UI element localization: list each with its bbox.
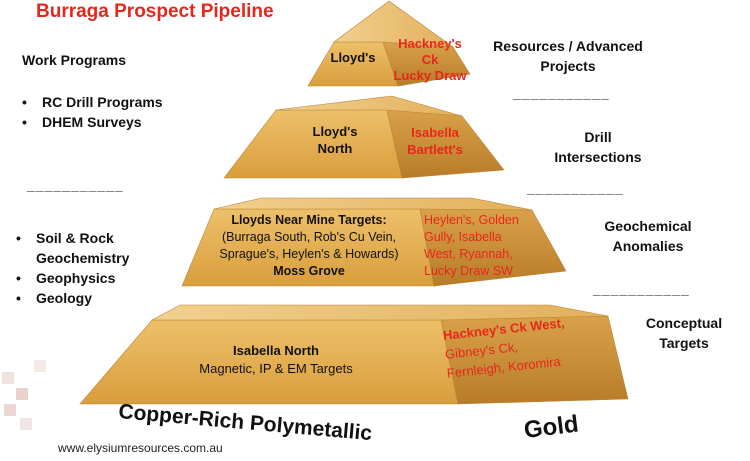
decor-square [2,372,14,384]
stage-line: Projects [540,58,596,74]
list-item: Soil & Rock Geochemistry [14,228,184,268]
tier-line: Sprague's, Heylen's & Howards) [219,247,399,261]
page-title: Burraga Prospect Pipeline [36,1,274,22]
website-link[interactable]: www.elysiumresources.com.au [58,441,223,455]
stage-drill-label: Drill Intersections [528,127,668,167]
copper-face-label: Copper-Rich Polymetallic [118,400,374,445]
tier-line: Bartlett's [407,142,463,157]
tier-line: Lloyds Near Mine Targets: [231,213,387,227]
stage-line: Drill [584,129,612,145]
tier-1-top [333,0,455,48]
tier-line: Lucky Draw SW [424,264,513,278]
tier-line: Gully, Isabella [424,230,502,244]
tier-2-block [223,95,505,179]
list-item: Geophysics [14,268,184,288]
tier-line: Hackney's Ck [398,36,462,67]
gold-face-label: Gold [522,410,580,443]
tier-line: Isabella North [233,343,319,358]
tier-line: Moss Grove [273,264,345,278]
tier-1-gold-text: Hackney's Ck Lucky Draw [388,36,472,84]
stage-conceptual-label: Conceptual Targets [614,313,750,353]
decor-square [4,404,16,416]
tier-line: Isabella [411,125,459,140]
work-programs-list: RC Drill Programs DHEM Surveys [20,92,163,132]
tier-4-block [79,304,629,405]
stage-resources-label: Resources / Advanced Projects [488,36,648,76]
stage-line: Targets [659,335,709,351]
tier-line: Magnetic, IP & EM Targets [199,361,353,376]
right-separator: ___________ [593,281,690,297]
tier-line: Lloyd's [312,124,358,139]
stage-line: Anomalies [612,238,684,254]
right-separator: ___________ [527,180,624,196]
decor-square [20,418,32,430]
decor-square [34,360,46,372]
work-programs-heading: Work Programs [22,52,126,68]
list-item: RC Drill Programs [20,92,163,112]
stage-line: Geochemical [604,218,692,234]
tier-3-top [213,197,533,211]
tier-line: Lucky Draw [393,68,467,83]
list-item: Geology [14,288,184,308]
tier-line: Heylen's, Golden [424,213,519,227]
tier-line: North [317,141,353,156]
stage-line: Conceptual [645,315,723,331]
left-separator: ___________ [27,177,124,193]
tier-4-top [151,304,609,321]
list-item: DHEM Surveys [20,112,163,132]
tier-2-copper-text: Lloyd's North [290,123,380,157]
stage-geochem-label: Geochemical Anomalies [578,216,718,256]
tier-3-block [181,197,567,287]
tier-1-block [307,0,471,87]
tier-line: (Burraga South, Rob's Cu Vein, [221,230,396,244]
tier-4-copper-text: Isabella North Magnetic, IP & EM Targets [176,342,376,378]
tier-3-copper-text: Lloyds Near Mine Targets: (Burraga South… [194,212,424,280]
right-separator: ___________ [513,85,610,101]
methods-list: Soil & Rock Geochemistry Geophysics Geol… [14,228,184,308]
stage-line: Resources / Advanced [493,38,643,54]
decor-square [16,388,28,400]
tier-1-copper-text: Lloyd's [330,50,376,65]
stage-line: Intersections [554,149,642,165]
tier-line: West, Ryannah, [424,247,513,261]
tier-2-top [275,95,463,117]
tier-3-gold-text: Heylen's, Golden Gully, Isabella West, R… [424,212,544,280]
tier-2-gold-text: Isabella Bartlett's [392,124,478,158]
